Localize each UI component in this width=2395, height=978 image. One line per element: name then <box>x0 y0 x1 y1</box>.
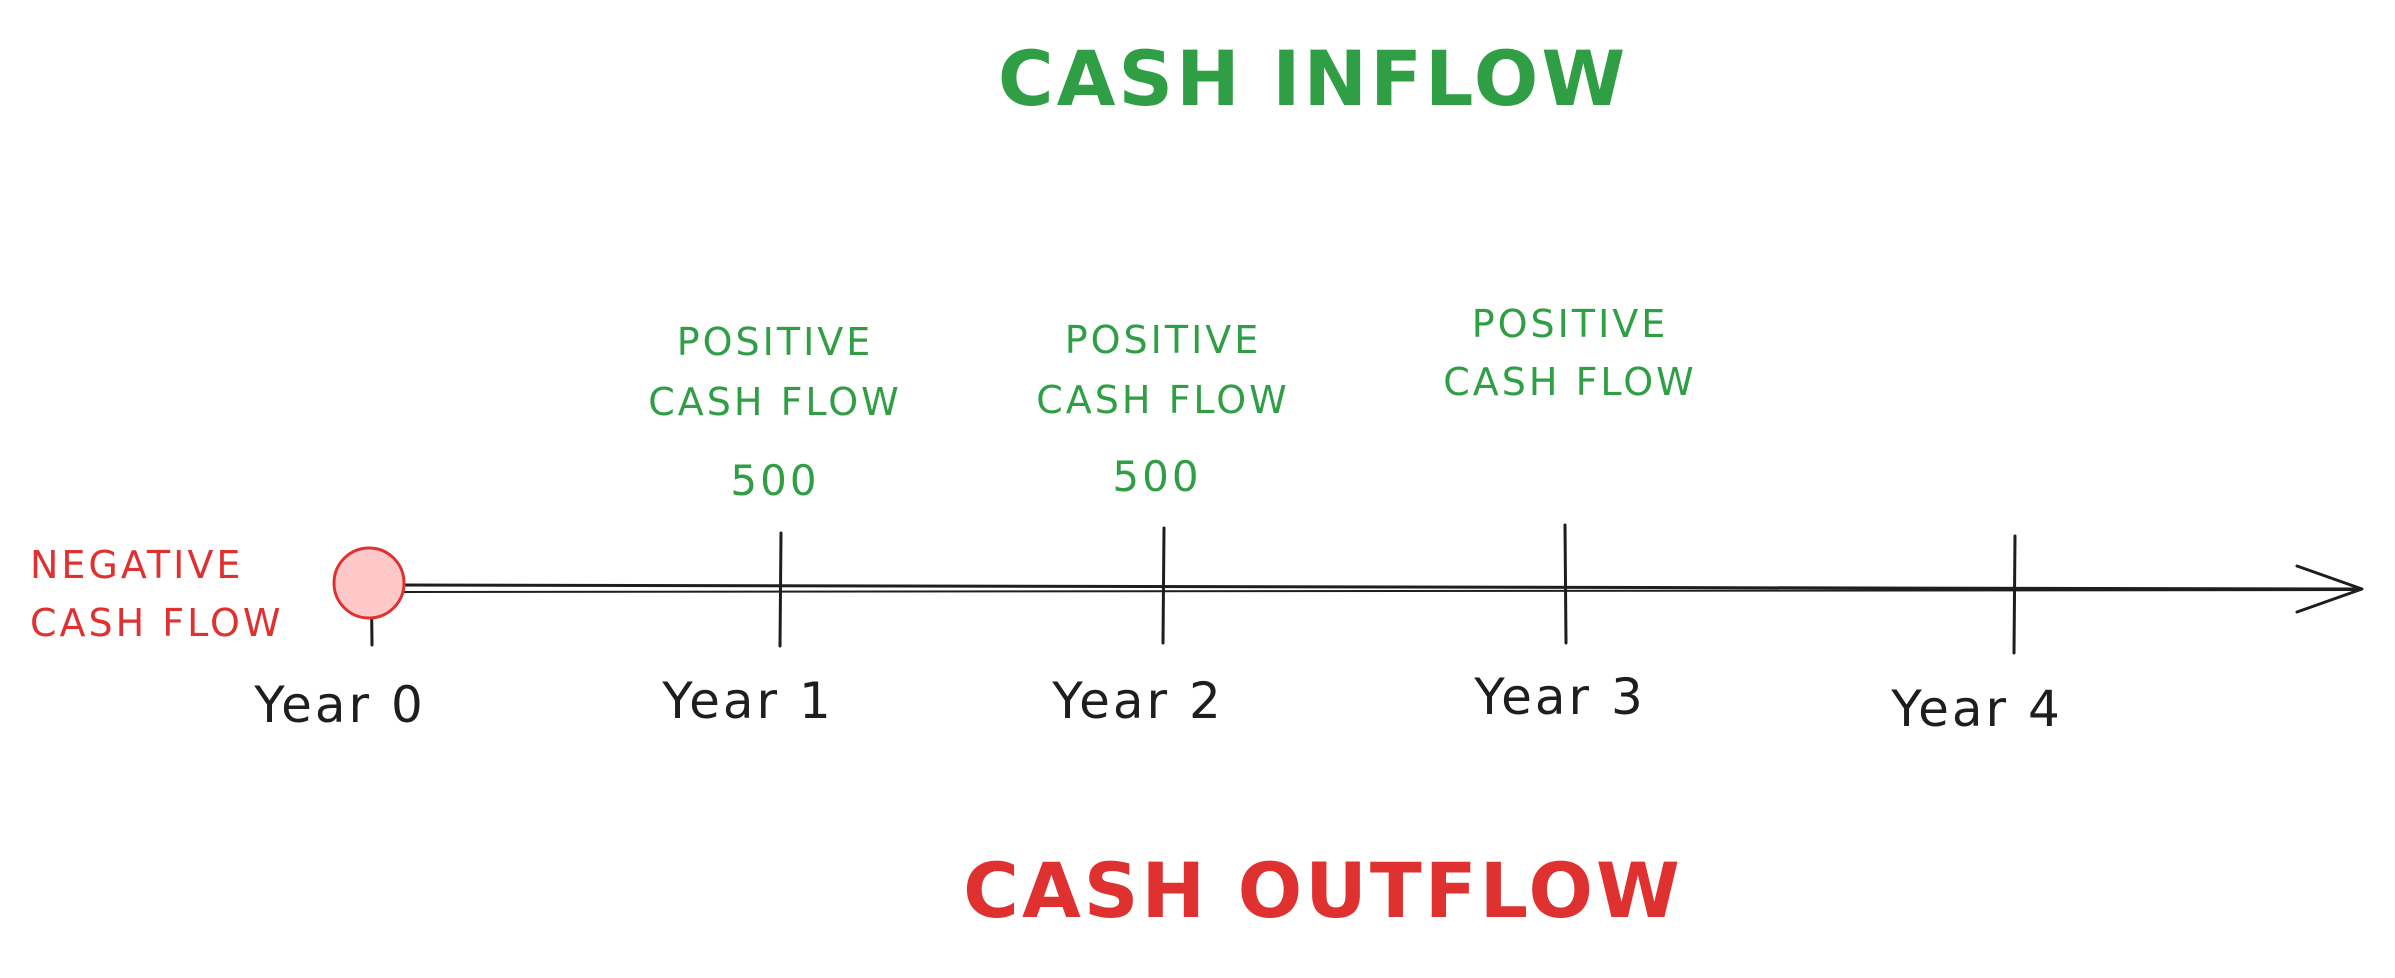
cash-inflow-heading: CASH INFLOW <box>997 34 1629 123</box>
negative-cash-flow-text: NEGATIVE CASH FLOW <box>30 543 284 645</box>
tick-year-4 <box>2012 534 2017 655</box>
tick-year-3 <box>1563 523 1568 645</box>
year-0-outflow-marker <box>332 546 406 620</box>
year-label-2: Year 2 <box>1052 672 1224 730</box>
timeline-axis <box>398 583 2362 591</box>
timeline-arrowhead <box>2295 564 2364 614</box>
year-label-0: Year 0 <box>254 676 426 734</box>
year-label-3: Year 3 <box>1474 668 1646 726</box>
timeline-axis-echo <box>401 589 2359 593</box>
positive-cash-flow-label-year-1: POSITIVE CASH FLOW <box>648 320 902 424</box>
tick-year-2 <box>1161 526 1166 645</box>
negative-cash-flow-label: NEGATIVE CASH FLOW <box>30 536 283 652</box>
cash-flow-amount-year-1: 500 <box>730 456 820 505</box>
year-label-4: Year 4 <box>1891 680 2063 738</box>
positive-cash-flow-label-year-2: POSITIVE CASH FLOW <box>1036 318 1290 422</box>
positive-cash-flow-label-year-3: POSITIVE CASH FLOW <box>1443 302 1697 404</box>
cash-flow-amount-year-2: 500 <box>1112 452 1202 501</box>
tick-year-1 <box>778 531 783 648</box>
cash-outflow-heading: CASH OUTFLOW <box>963 846 1683 935</box>
year-label-1: Year 1 <box>662 672 834 730</box>
